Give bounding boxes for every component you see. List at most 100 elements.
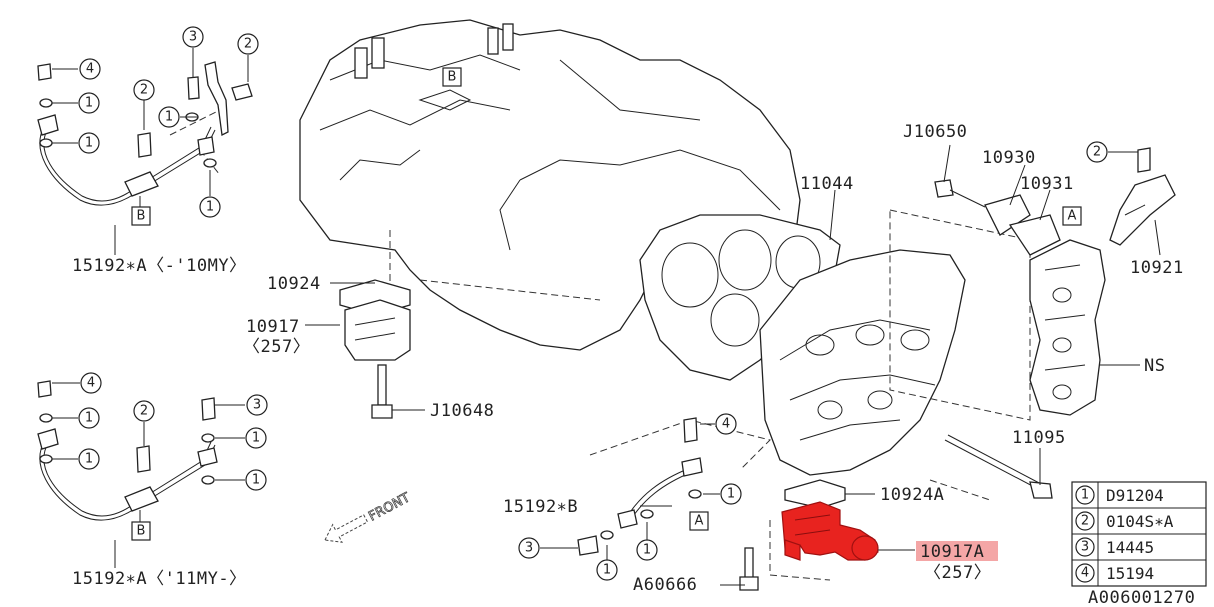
label-j10650: J10650 <box>903 122 967 142</box>
label-15192b: 15192∗B <box>503 497 578 517</box>
callout-1: 1 <box>720 483 742 505</box>
legend-row: 3 14445 <box>1075 537 1154 557</box>
cam-bracket <box>1029 239 1106 416</box>
front-arrow: FRONT <box>324 490 413 543</box>
callout-3: 3 <box>182 26 204 48</box>
head-gasket-11044 <box>639 214 841 381</box>
oil-control-valve-10917a-highlight <box>781 501 879 561</box>
svg-text:3: 3 <box>189 30 197 45</box>
svg-text:1: 1 <box>727 487 735 502</box>
label-10930: 10930 <box>982 148 1036 168</box>
callout-3: 3 <box>246 394 268 416</box>
oil-pipe-lower <box>37 380 218 521</box>
ref-box-b-lower: B <box>131 521 151 541</box>
callout-1: 1 <box>245 427 267 449</box>
svg-text:1: 1 <box>85 96 93 111</box>
label-doc-id: A006001270 <box>1088 588 1195 607</box>
svg-text:2: 2 <box>140 404 148 419</box>
svg-text:4: 4 <box>87 376 95 391</box>
oil-control-valve-10917 <box>339 279 411 419</box>
svg-text:4: 4 <box>722 417 730 432</box>
svg-text:3: 3 <box>525 541 533 556</box>
svg-text:A: A <box>695 514 704 529</box>
label-15192a-10my: 15192∗A〈-'10MY〉 <box>72 256 247 276</box>
callout-1: 1 <box>78 132 100 154</box>
washers <box>39 98 702 540</box>
front-label: FRONT <box>366 490 412 524</box>
label-10917a-ref: 〈257〉 <box>924 563 991 583</box>
svg-text:1: 1 <box>252 431 260 446</box>
callout-1: 1 <box>245 469 267 491</box>
svg-text:1: 1 <box>206 200 214 215</box>
svg-text:3: 3 <box>1081 540 1089 555</box>
svg-text:B: B <box>137 524 146 539</box>
svg-text:1: 1 <box>165 110 173 125</box>
legend-row: 4 15194 <box>1075 563 1154 583</box>
ref-box-b-head: B <box>442 67 462 87</box>
bolt-j10650 <box>934 179 986 208</box>
callout-1: 1 <box>158 106 180 128</box>
svg-text:B: B <box>137 209 146 224</box>
label-10917: 10917 <box>246 317 300 337</box>
oil-pipe-b <box>577 417 703 556</box>
svg-text:1: 1 <box>603 563 611 578</box>
label-10921: 10921 <box>1130 258 1184 278</box>
engine-block <box>299 19 801 351</box>
ref-box-a-right: A <box>1062 206 1082 226</box>
bolt-a60666 <box>739 547 759 591</box>
callout-circles: 4 1 1 2 3 1 2 1 4 1 1 2 3 1 1 2 4 1 3 1 … <box>78 26 1108 581</box>
callout-4: 4 <box>79 58 101 80</box>
svg-text:1: 1 <box>85 136 93 151</box>
label-j10648: J10648 <box>430 401 494 421</box>
svg-text:1: 1 <box>643 543 651 558</box>
solenoid-10921 <box>1109 147 1176 246</box>
cylinder-head <box>759 249 966 476</box>
bracket-10924a <box>784 479 846 509</box>
callout-3: 3 <box>518 537 540 559</box>
label-15192a-11my: 15192∗A〈'11MY-〉 <box>72 569 247 589</box>
callout-1: 1 <box>78 92 100 114</box>
cover-10931 <box>1008 214 1061 256</box>
label-10917-ref: 〈257〉 <box>243 337 310 357</box>
bolt-11095 <box>944 434 1053 499</box>
leader-lines <box>52 48 1161 586</box>
label-11044: 11044 <box>800 174 854 194</box>
gasket-10930 <box>984 194 1031 236</box>
svg-text:4: 4 <box>1081 566 1089 581</box>
callout-1: 1 <box>636 539 658 561</box>
label-10924: 10924 <box>267 274 321 294</box>
svg-text:4: 4 <box>86 62 94 77</box>
callout-4: 4 <box>715 413 737 435</box>
label-10924a: 10924A <box>880 485 944 505</box>
svg-text:0104S∗A: 0104S∗A <box>1106 512 1174 531</box>
svg-text:2: 2 <box>1093 145 1101 160</box>
callout-1: 1 <box>78 448 100 470</box>
label-10917a-highlight-bg <box>916 541 998 561</box>
callout-4: 4 <box>80 372 102 394</box>
svg-text:1: 1 <box>1081 488 1089 503</box>
callout-2: 2 <box>237 33 259 55</box>
svg-text:15194: 15194 <box>1106 564 1154 583</box>
ref-box-b-upper: B <box>131 206 151 226</box>
svg-text:B: B <box>448 70 457 85</box>
callout-1: 1 <box>596 559 618 581</box>
callout-1: 1 <box>78 407 100 429</box>
callout-1: 1 <box>199 196 221 218</box>
svg-text:2: 2 <box>1081 514 1089 529</box>
label-ns: NS <box>1144 356 1165 376</box>
legend-row: 2 0104S∗A <box>1075 511 1174 531</box>
legend-row: 1 D91204 <box>1075 485 1164 505</box>
label-10931: 10931 <box>1020 174 1074 194</box>
svg-text:14445: 14445 <box>1106 538 1154 557</box>
callout-2: 2 <box>133 400 155 422</box>
callout-2: 2 <box>1086 141 1108 163</box>
svg-text:D91204: D91204 <box>1106 486 1164 505</box>
svg-text:2: 2 <box>244 37 252 52</box>
label-10917a: 10917A <box>920 542 984 562</box>
oil-pipe-upper <box>37 61 253 206</box>
legend-table: 1 D91204 2 0104S∗A 3 14445 4 15194 <box>1071 481 1207 587</box>
label-11095: 11095 <box>1012 428 1066 448</box>
label-a60666: A60666 <box>633 575 697 595</box>
svg-text:3: 3 <box>253 398 261 413</box>
